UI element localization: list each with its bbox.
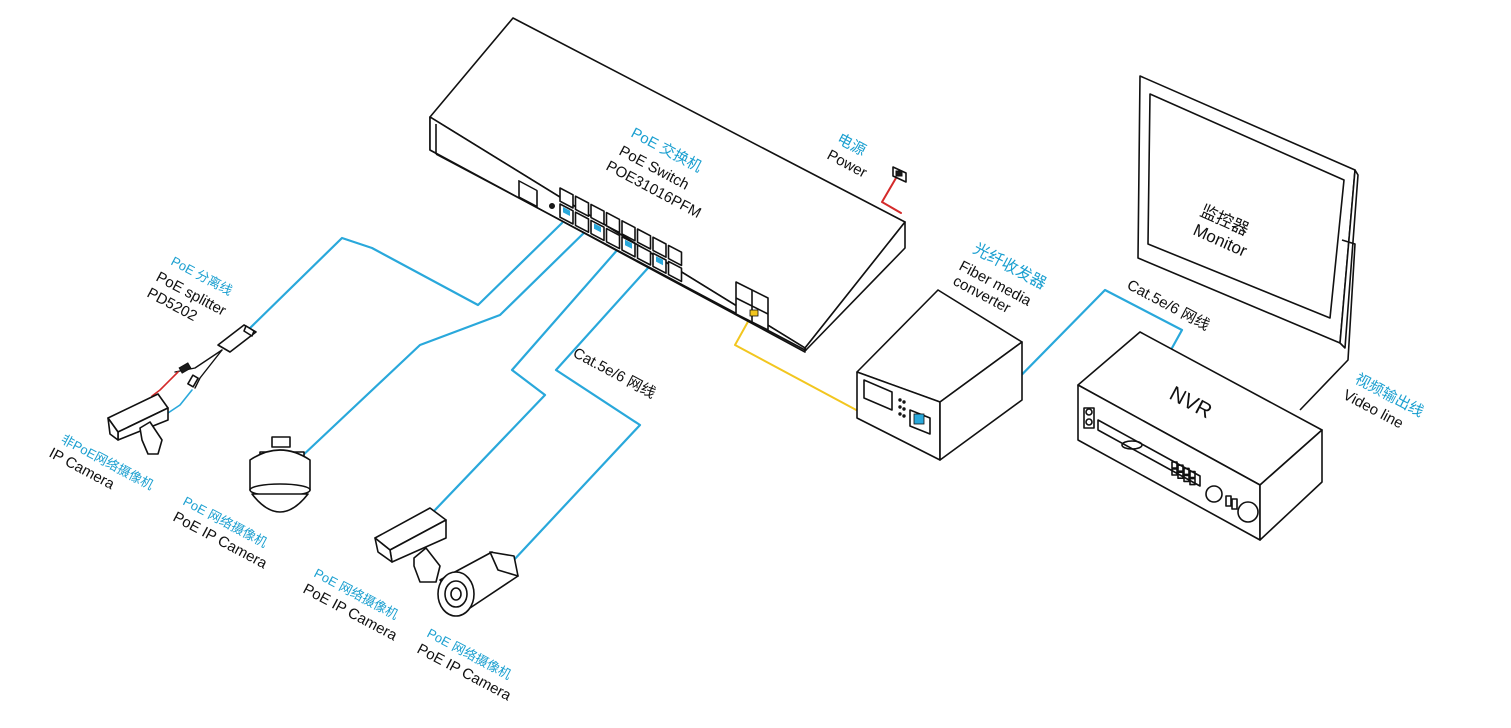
monitor <box>1137 75 1359 411</box>
nvr-button <box>1189 477 1196 486</box>
rj45-port <box>574 211 590 233</box>
nvr-button <box>1171 461 1178 469</box>
nvr <box>1077 331 1323 541</box>
rj45-plug <box>594 223 601 233</box>
switch-ports <box>559 187 683 283</box>
rj45-port <box>667 260 683 283</box>
cable-dome-camera <box>298 223 594 460</box>
label-video: 视频输出线 Video line <box>1340 371 1426 433</box>
label-cam-box: PoE 网络摄像机 PoE IP Camera <box>300 565 401 644</box>
ip-camera-non-poe <box>107 393 169 455</box>
rj45-port <box>559 187 574 209</box>
nvr-button <box>1189 470 1196 479</box>
label-power: 电源 Power <box>824 131 870 182</box>
label-fiber: 光纤收发器 Fiber media converter <box>950 240 1049 317</box>
rj45-port <box>636 228 652 250</box>
box-camera <box>374 507 447 583</box>
cable-bullet-camera <box>510 256 659 564</box>
nvr-button <box>1177 471 1184 480</box>
rj45-port <box>621 220 636 242</box>
nvr-button <box>1183 467 1190 476</box>
switch-sfp-ports <box>735 281 769 331</box>
rj45-plug <box>625 239 632 249</box>
fiber-media-converter <box>856 289 1023 461</box>
dome-camera <box>249 436 311 513</box>
rj45-port <box>605 211 621 234</box>
label-splitter: PoE 分离线 PoE splitter PD5202 <box>144 253 235 325</box>
rj45-plug <box>656 256 663 266</box>
nvr-button <box>1171 468 1178 476</box>
power-socket <box>892 166 907 183</box>
bullet-camera <box>437 551 519 617</box>
nvr-button <box>1231 498 1238 510</box>
cable-splitter <box>246 221 564 332</box>
rj45-port <box>652 236 667 259</box>
rj45-plug <box>563 207 570 216</box>
rj45-port <box>636 244 652 266</box>
cable-label-mid: Cat.5e/6 网线 <box>570 345 658 403</box>
cable-box-camera <box>433 238 628 512</box>
nvr-button <box>1177 464 1184 473</box>
nvr-button <box>1225 495 1232 507</box>
poe-splitter <box>151 324 257 416</box>
poe-switch <box>429 17 906 353</box>
rj45-port <box>667 244 683 267</box>
cable-power <box>881 177 902 214</box>
rj45-port <box>605 227 621 250</box>
cable-label-right: Cat.5e/6 网线 <box>1124 277 1212 335</box>
label-cam-bullet: PoE 网络摄像机 PoE IP Camera <box>414 625 514 704</box>
label-cam-nonpoe: 非PoE网络摄像机 IP Camera <box>46 431 156 493</box>
nvr-button <box>1183 474 1190 483</box>
rj45-port <box>590 203 605 226</box>
rj45-port <box>574 195 590 217</box>
label-cam-dome: PoE 网络摄像机 PoE IP Camera <box>170 493 270 572</box>
